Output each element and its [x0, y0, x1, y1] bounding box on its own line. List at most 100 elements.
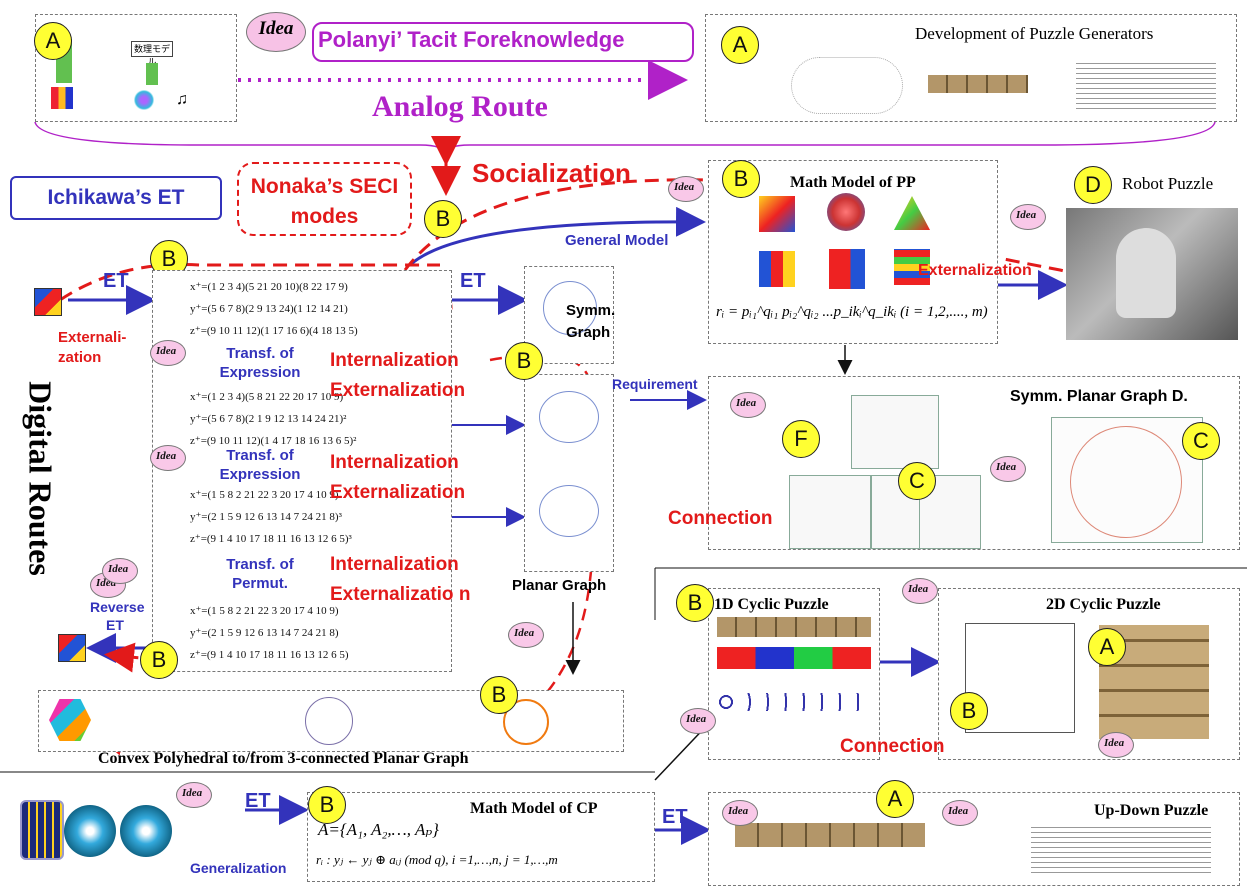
general-model-label: General Model [565, 232, 669, 249]
polyhedron-icon [49, 699, 91, 741]
updown-label: Up-Down Puzzle [1094, 802, 1209, 819]
externalization-left: Externali- zation [58, 329, 127, 366]
sp-window-1 [851, 395, 939, 469]
dev-puzzle-gen-label: Development of Puzzle Generators [915, 24, 1154, 43]
reverse-et-label: Reverse ET [90, 599, 145, 633]
idea-label-updown-2: Idea [948, 805, 969, 817]
pp-title: Math Model of PP [790, 174, 916, 191]
robot-puzzle-label: Robot Puzzle [1122, 174, 1214, 193]
label-b-pp: B [722, 160, 760, 198]
label-a-updown: A [876, 780, 914, 818]
idea-cloud-updown-1 [722, 800, 758, 826]
eq4-y: y⁺=(2 1 5 9 12 6 13 14 7 24 21 8) [190, 627, 339, 639]
planar-graph-box [524, 374, 614, 572]
pg-thumb-shapes [791, 57, 903, 114]
idea-label-updown-1: Idea [728, 805, 749, 817]
cp-generalization: Generalization [190, 860, 287, 876]
polanyi-label: Polanyi’ Tacit Foreknowledge [318, 27, 625, 52]
idea-main-label: Idea [258, 18, 294, 39]
cp-rule: rᵢ : yⱼ ← yⱼ ⊕ aᵢⱼ (mod q), i =1,…,n, j … [316, 852, 558, 867]
label-b-convex: B [480, 676, 518, 714]
idea-label-pp: Idea [674, 181, 695, 193]
pp-formula: rᵢ = pᵢ₁^qᵢ₁ pᵢ₂^qᵢ₂ ...p_ikᵢ^q_ikᵢ (i =… [716, 304, 988, 320]
label-a-2d: A [1088, 628, 1126, 666]
pp-cube-6 [894, 249, 930, 285]
robot-body [1116, 228, 1176, 318]
idea-cloud-1 [150, 340, 186, 366]
intext-3b: Externalizatio n [330, 584, 471, 605]
planar-graph-label: Planar Graph [512, 577, 607, 594]
idea-label-f: Idea [736, 397, 757, 409]
pp-cube-3 [894, 196, 930, 230]
label-a-topleft: A [34, 22, 72, 60]
sp-window-2 [789, 475, 871, 549]
label-b-cp: B [308, 786, 346, 824]
updown-blocks [735, 823, 925, 847]
et-label-2: ET [460, 270, 486, 292]
ichikawa-box: Ichikawa’s ET [10, 176, 222, 220]
idea-label-1: Idea [156, 345, 177, 357]
pg-thumb-score [1076, 63, 1216, 113]
symm-graph-image [543, 281, 597, 335]
label-a-topright: A [721, 26, 759, 64]
rubik-cube-reverse-icon [58, 634, 86, 662]
sp-big-circle [1070, 426, 1182, 538]
eq3-z: z⁺=(9 1 4 10 17 18 11 16 13 12 6 5)³ [190, 533, 352, 545]
idea-cloud-1d [680, 708, 716, 734]
label-b-socialization: B [424, 200, 462, 238]
label-b-2d: B [950, 692, 988, 730]
cyclic-1d-ring [717, 693, 871, 711]
label-b-planar: B [505, 342, 543, 380]
eq3-x: x⁺=(1 5 8 2 21 22 3 20 17 4 10 9) [190, 489, 339, 501]
idea-cloud-robot [1010, 204, 1046, 230]
cp-set: A={A₁, A₂,…, Aₚ} [318, 820, 439, 839]
cp-disc-icon-2 [120, 805, 172, 857]
cp-et-right: ET [662, 806, 688, 828]
cyclic-1d-colored [717, 647, 871, 669]
idea-label-robot: Idea [1016, 209, 1037, 221]
idea-cloud-updown-2 [942, 800, 978, 826]
idea-cloud-cp [176, 782, 212, 808]
pp-cube-1 [759, 196, 795, 232]
nonaka-box: Nonaka’s SECI modes [237, 162, 412, 236]
idea-label-4: Idea [108, 563, 129, 575]
socialization-label: Socialization [472, 158, 631, 188]
eq3-y: y⁺=(2 1 5 9 12 6 13 14 7 24 21 8)³ [190, 511, 342, 523]
pp-cube-5 [829, 249, 865, 289]
eq4-z: z⁺=(9 1 4 10 17 18 11 16 13 12 6 5) [190, 649, 349, 661]
dots-thumb [131, 89, 157, 111]
symm-graph-box [524, 266, 614, 364]
cp-box [307, 792, 655, 882]
digital-routes-label: Digital Routes [22, 381, 59, 576]
label-c-left: C [898, 462, 936, 500]
transf-label-1: Transf. of Expression [219, 345, 301, 381]
symm-graph-label: Symm. Graph [566, 302, 616, 341]
pp-cube-2 [827, 193, 865, 231]
label-b-reverse: B [140, 641, 178, 679]
et-label-1: ET [103, 270, 129, 292]
symm-planar-box [708, 376, 1240, 550]
idea-label-cp: Idea [182, 787, 203, 799]
planar-graph-image-1 [539, 391, 599, 443]
idea-cloud-4 [102, 558, 138, 584]
intext-1b: Externalization [330, 380, 466, 401]
intext-2b: Externalization [330, 482, 466, 503]
eq2-y: y⁺=(5 6 7 8)(2 1 9 12 13 14 24 21)² [190, 413, 347, 425]
label-c-right: C [1182, 422, 1220, 460]
idea-cloud-main [246, 12, 306, 52]
idea-cloud-2 [150, 445, 186, 471]
jp-label-box: 数理モデル [131, 41, 173, 68]
idea-cloud-c [990, 456, 1026, 482]
transf-label-2: Transf. of Expression [219, 447, 301, 483]
idea-cloud-pp [668, 176, 704, 202]
cyclic-2d-box [938, 588, 1240, 760]
idea-cloud-f [730, 392, 766, 418]
idea-label-1d: Idea [686, 713, 707, 725]
convex-label: Convex Polyhedral to/from 3-connected Pl… [98, 750, 469, 767]
symm-planar-label: Symm. Planar Graph D. [1010, 388, 1188, 405]
label-f: F [782, 420, 820, 458]
updown-score [1031, 823, 1211, 877]
connection-bottom: Connection [840, 736, 945, 757]
equation-box [152, 270, 452, 672]
cyclic-1d-box [708, 588, 880, 760]
